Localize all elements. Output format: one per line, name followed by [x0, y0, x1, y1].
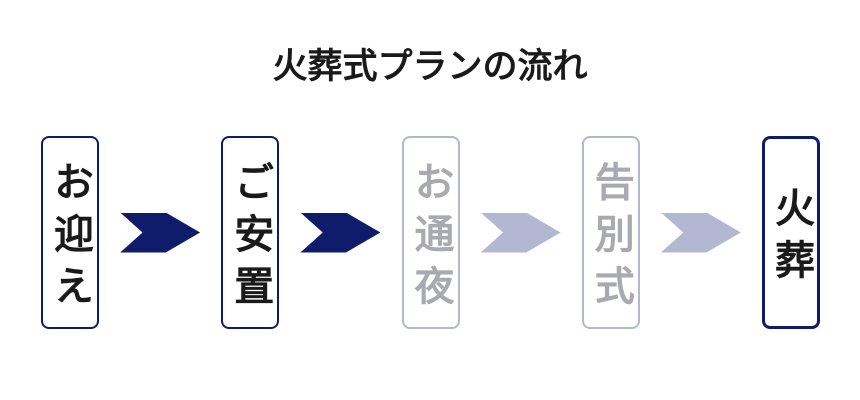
step-label: ご安置 — [227, 160, 275, 317]
step-label: 火葬 — [768, 186, 815, 291]
step-box-cremation: 火葬 — [762, 136, 820, 329]
diagram-title: 火葬式プランの流れ — [272, 46, 588, 87]
step-label: 告別式 — [587, 160, 635, 317]
chevron-right-icon — [120, 212, 201, 253]
flow-row: お迎え ご安置 お通夜 告別式 火葬 — [41, 136, 820, 329]
chevron-right-icon — [300, 212, 381, 253]
step-box-pickup: お迎え — [41, 136, 99, 329]
step-label: お迎え — [47, 160, 94, 317]
step-box-resting: ご安置 — [221, 136, 280, 329]
step-box-wake: お通夜 — [401, 136, 460, 329]
step-box-farewell-ceremony: 告別式 — [581, 136, 640, 329]
step-label: お通夜 — [407, 160, 455, 317]
chevron-right-icon — [480, 212, 561, 253]
chevron-right-icon — [660, 212, 741, 253]
